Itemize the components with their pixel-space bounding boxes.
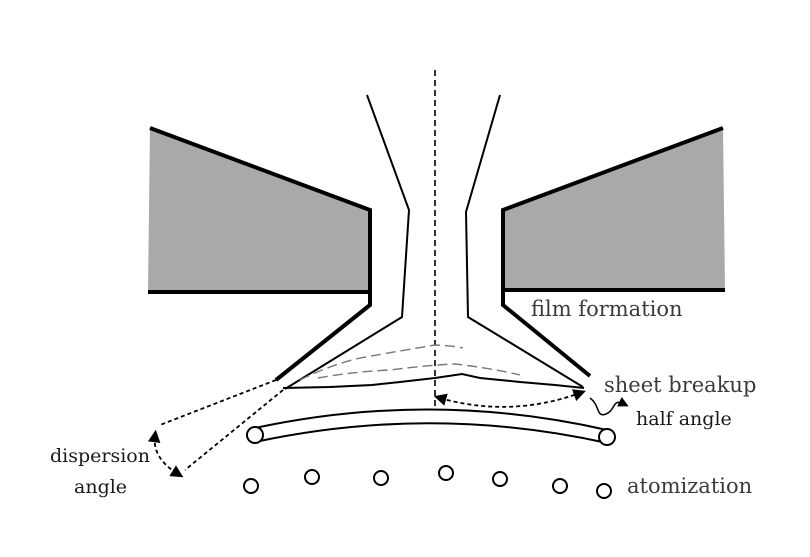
droplet [304,469,320,485]
dispersion-line-a [159,379,277,426]
left-nozzle-outline [148,126,372,294]
sheet-breakup-label: sheet breakup [604,373,756,397]
ligament-cylinder [254,408,608,445]
right-nozzle-lip [501,290,592,378]
droplet [552,478,568,494]
inner-wall-left [284,94,411,390]
dispersion-angle-arc [147,429,184,478]
liquid-sheet [282,372,585,389]
left-nozzle-lip [274,292,372,382]
sheet-dashed-outline-upper [299,344,464,381]
half-angle-arc [433,389,586,408]
right-nozzle-outline [501,126,725,292]
left-nozzle-block [148,128,370,292]
droplet [243,478,259,494]
droplet [373,470,389,486]
right-nozzle-block [503,128,725,290]
ligament-end-right [598,428,616,446]
half-angle-label: half angle [636,408,732,430]
sheet-dashed-outline-lower [317,363,521,379]
dispersion-label-line2: angle [74,476,127,498]
droplets [243,465,612,499]
inner-wall-right [464,94,584,388]
dispersion-line-b [184,389,284,471]
film-formation-label: film formation [531,297,683,321]
dispersion-label-line1: dispersion [50,445,150,467]
droplet [438,465,454,481]
droplet [596,483,612,499]
ligament-end-left [246,426,264,444]
droplet [492,471,508,487]
half-angle-leader [589,396,629,416]
atomization-label: atomization [627,474,752,498]
